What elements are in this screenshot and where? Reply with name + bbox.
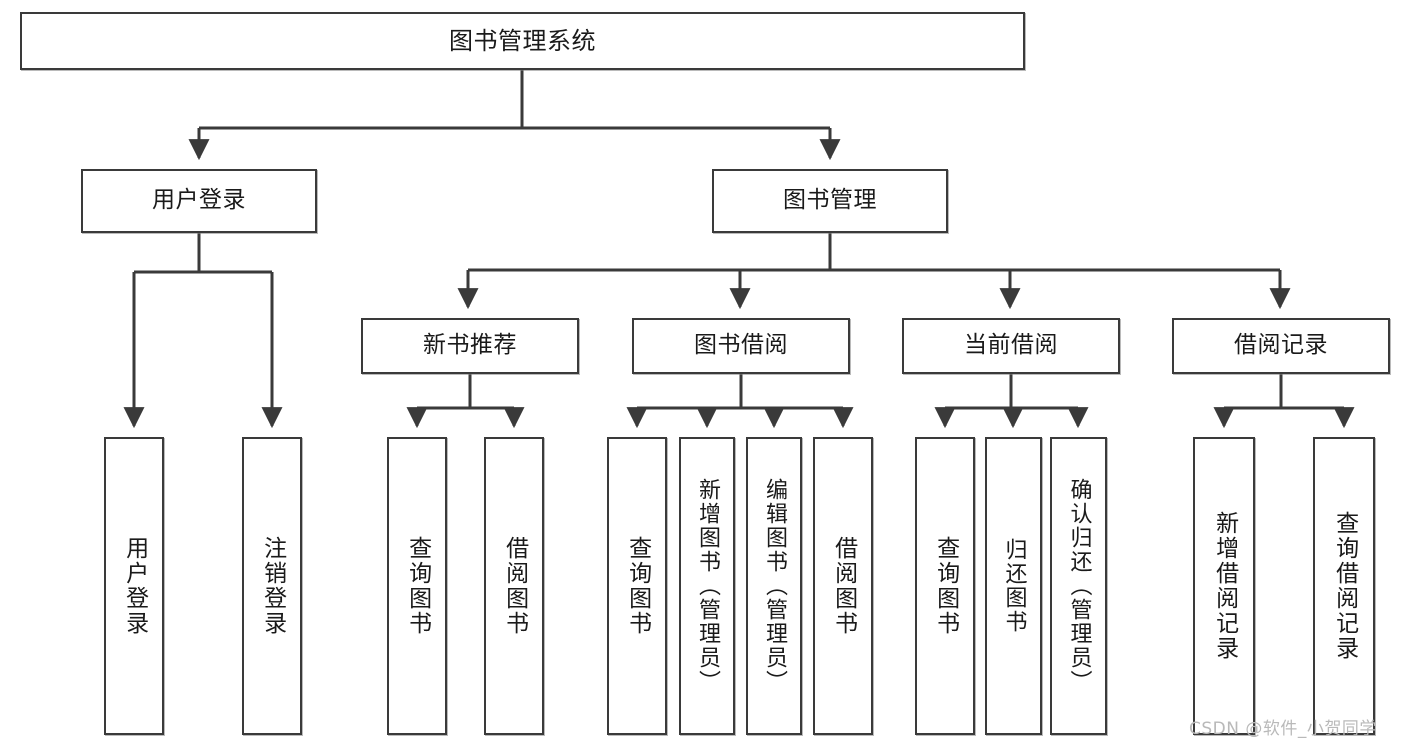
node-leaf-confirm-return[interactable]: 确认归还（管理员）: [1050, 437, 1107, 735]
node-leaf-user-login-label: 用户登录: [121, 536, 148, 636]
node-leaf-user-logout-label: 注销登录: [259, 536, 286, 636]
node-leaf-user-logout[interactable]: 注销登录: [242, 437, 302, 735]
node-leaf-query-book-borrow[interactable]: 查询图书: [607, 437, 667, 735]
node-leaf-edit-book[interactable]: 编辑图书（管理员）: [746, 437, 802, 735]
node-new-book-recommend[interactable]: 新书推荐: [361, 318, 579, 374]
node-borrow-record[interactable]: 借阅记录: [1172, 318, 1390, 374]
node-root-label: 图书管理系统: [449, 26, 596, 55]
node-leaf-edit-book-label: 编辑图书（管理员）: [761, 478, 787, 694]
node-leaf-query-record[interactable]: 查询借阅记录: [1313, 437, 1375, 735]
node-book-manage[interactable]: 图书管理: [712, 169, 948, 233]
node-leaf-return-book[interactable]: 归还图书: [985, 437, 1042, 735]
node-leaf-borrow-book-new-label: 借阅图书: [501, 536, 528, 636]
node-book-borrow-label: 图书借阅: [694, 332, 788, 359]
node-current-borrow[interactable]: 当前借阅: [902, 318, 1120, 374]
node-leaf-add-record[interactable]: 新增借阅记录: [1193, 437, 1255, 735]
node-leaf-user-login[interactable]: 用户登录: [104, 437, 164, 735]
node-leaf-add-book[interactable]: 新增图书（管理员）: [679, 437, 735, 735]
node-current-borrow-label: 当前借阅: [964, 332, 1058, 359]
node-leaf-add-book-label: 新增图书（管理员）: [694, 478, 720, 694]
node-book-borrow[interactable]: 图书借阅: [632, 318, 850, 374]
node-new-book-recommend-label: 新书推荐: [423, 332, 517, 359]
node-leaf-confirm-return-label: 确认归还（管理员）: [1066, 478, 1092, 694]
node-root[interactable]: 图书管理系统: [20, 12, 1025, 70]
node-leaf-borrow-book[interactable]: 借阅图书: [813, 437, 873, 735]
node-leaf-return-book-label: 归还图书: [1001, 538, 1027, 634]
node-borrow-record-label: 借阅记录: [1234, 332, 1328, 359]
node-book-manage-label: 图书管理: [783, 187, 877, 214]
node-leaf-query-book-new-label: 查询图书: [404, 536, 431, 636]
watermark-text: CSDN @软件_小贺同学: [1189, 719, 1377, 739]
node-leaf-query-book-cur[interactable]: 查询图书: [915, 437, 975, 735]
node-user-login[interactable]: 用户登录: [81, 169, 317, 233]
node-leaf-query-book-new[interactable]: 查询图书: [387, 437, 447, 735]
node-leaf-query-book-borrow-label: 查询图书: [624, 536, 651, 636]
node-user-login-label: 用户登录: [152, 187, 246, 214]
node-leaf-borrow-book-label: 借阅图书: [830, 536, 857, 636]
node-leaf-query-book-cur-label: 查询图书: [932, 536, 959, 636]
node-leaf-query-record-label: 查询借阅记录: [1331, 511, 1358, 661]
node-leaf-borrow-book-new[interactable]: 借阅图书: [484, 437, 544, 735]
node-leaf-add-record-label: 新增借阅记录: [1211, 511, 1238, 661]
